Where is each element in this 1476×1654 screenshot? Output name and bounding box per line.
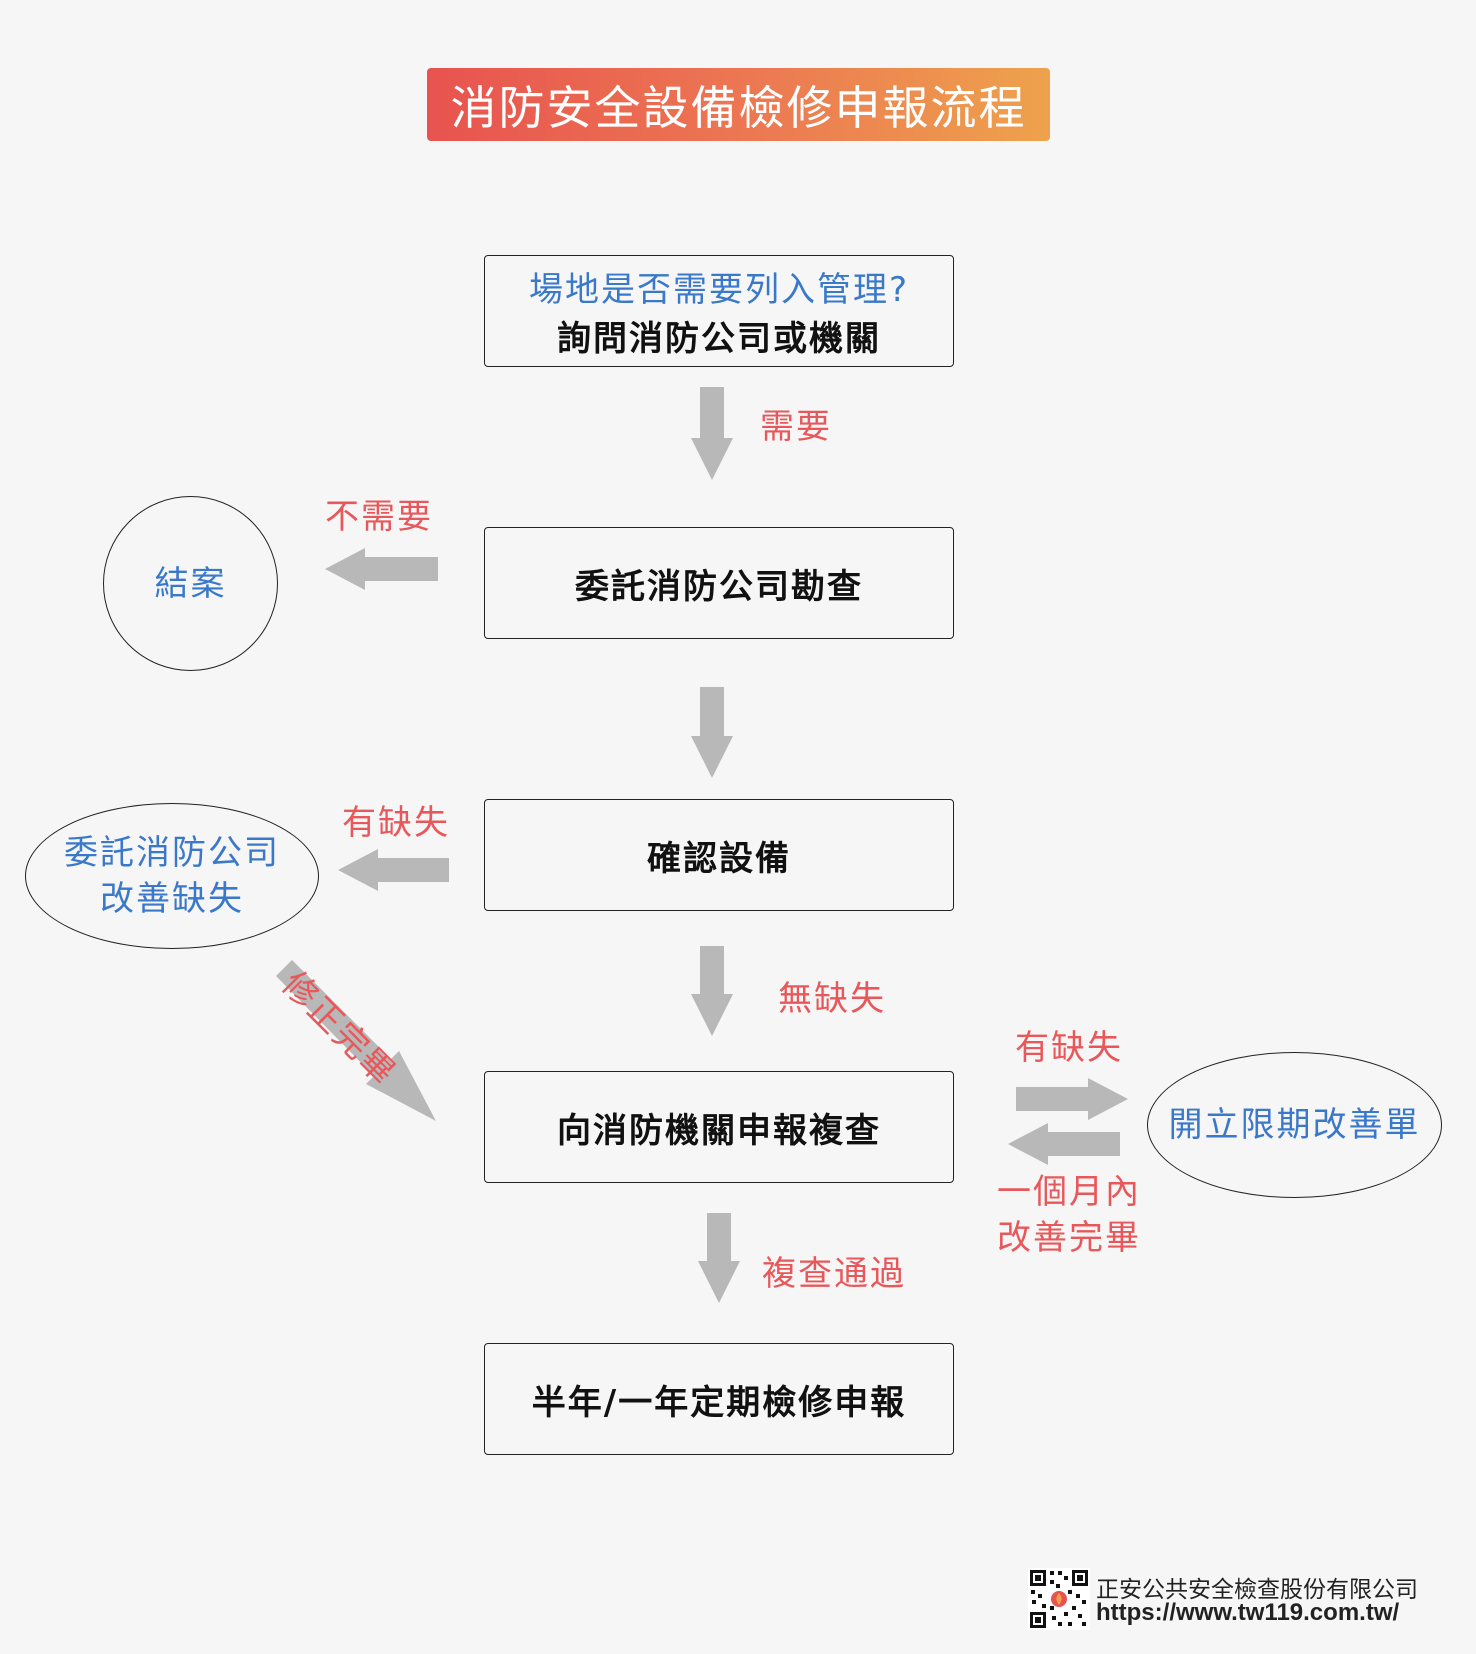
label-need: 需要 bbox=[760, 407, 832, 447]
node-start: 場地是否需要列入管理? 詢問消防公司或機關 bbox=[484, 255, 954, 367]
arrow-down-passed bbox=[698, 1213, 740, 1303]
page-title: 消防安全設備檢修申報流程 bbox=[427, 68, 1050, 141]
node-confirm: 確認設備 bbox=[484, 799, 954, 911]
arrow-down-need bbox=[691, 387, 733, 480]
label-no-defect: 無缺失 bbox=[778, 979, 886, 1019]
node-order: 開立限期改善單 bbox=[1147, 1052, 1442, 1198]
footer-company: 正安公共安全檢查股份有限公司 bbox=[1096, 1577, 1418, 1603]
qr-code-icon bbox=[1028, 1568, 1090, 1630]
node-fix: 委託消防公司 改善缺失 bbox=[25, 803, 319, 949]
node-confirm-label: 確認設備 bbox=[647, 838, 791, 879]
page-title-text: 消防安全設備檢修申報流程 bbox=[450, 80, 1027, 135]
arrow-down-commission bbox=[691, 687, 733, 778]
arrow-left-defect bbox=[338, 849, 449, 891]
node-fix-line1: 委託消防公司 bbox=[64, 833, 280, 873]
node-commission-label: 委託消防公司勘查 bbox=[575, 566, 863, 607]
arrow-right-order bbox=[1016, 1078, 1128, 1120]
node-declare: 向消防機關申報複查 bbox=[484, 1071, 954, 1183]
node-order-label: 開立限期改善單 bbox=[1168, 1105, 1421, 1145]
label-month-line1: 一個月內 bbox=[997, 1172, 1141, 1212]
node-periodic: 半年/一年定期檢修申報 bbox=[484, 1343, 954, 1455]
arrow-down-no-defect bbox=[691, 946, 733, 1036]
node-fix-line2: 改善缺失 bbox=[100, 879, 244, 919]
arrow-diagonal-fixed bbox=[276, 960, 436, 1121]
node-close-case: 結案 bbox=[103, 496, 278, 671]
label-defect-right: 有缺失 bbox=[1015, 1028, 1123, 1068]
node-declare-label: 向消防機關申報複查 bbox=[557, 1110, 881, 1151]
node-start-action: 詢問消防公司或機關 bbox=[557, 319, 881, 359]
footer-url[interactable]: https://www.tw119.com.tw/ bbox=[1096, 1599, 1400, 1626]
label-month-line2: 改善完畢 bbox=[997, 1218, 1141, 1258]
node-close-case-label: 結案 bbox=[154, 563, 227, 604]
node-start-question: 場地是否需要列入管理? bbox=[528, 270, 910, 310]
label-no-need: 不需要 bbox=[325, 497, 433, 537]
node-commission: 委託消防公司勘查 bbox=[484, 527, 954, 639]
label-passed: 複查通過 bbox=[762, 1254, 906, 1294]
arrow-left-month bbox=[1008, 1123, 1120, 1165]
node-periodic-label: 半年/一年定期檢修申報 bbox=[531, 1382, 907, 1423]
arrow-left-no-need bbox=[325, 548, 438, 590]
label-defect: 有缺失 bbox=[342, 803, 450, 843]
